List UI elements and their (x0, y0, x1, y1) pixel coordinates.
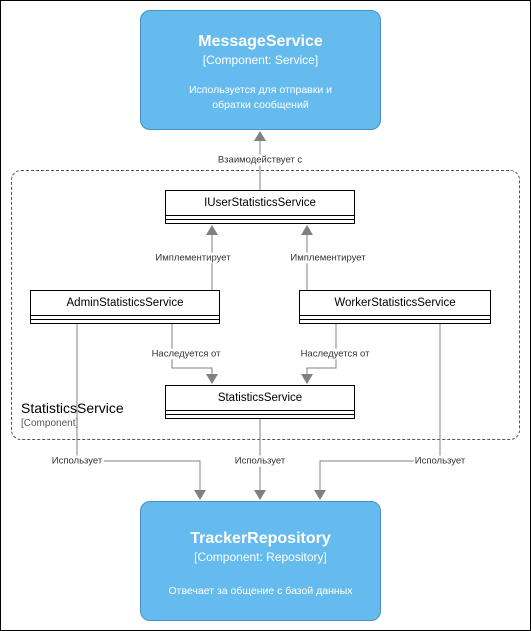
message-service-title: MessageService (198, 33, 323, 50)
tracker-repository-type: [Component: Repository] (194, 550, 327, 564)
tracker-repository-component[interactable]: TrackerRepository [Component: Repository… (140, 501, 381, 621)
class-iuser-statistics-service[interactable]: IUserStatisticsService (165, 190, 355, 224)
class-divider (166, 414, 354, 415)
edge-inherits-left (171, 324, 218, 384)
message-service-description: Используется для отправки и обратки сооб… (188, 84, 332, 111)
class-divider (300, 319, 490, 320)
boundary-name: StatisticsService (21, 400, 124, 416)
class-admin-statistics-service[interactable]: AdminStatisticsService (30, 290, 220, 324)
edge-label-uses-center: Использует (233, 455, 287, 467)
class-worker-statistics-service[interactable]: WorkerStatisticsService (299, 290, 491, 324)
class-name: AdminStatisticsService (66, 297, 184, 309)
class-divider (166, 219, 354, 220)
edge-uses-left (76, 324, 206, 500)
edge-label-implements-left: Имплементирует (154, 252, 232, 264)
class-statistics-service[interactable]: StatisticsService (165, 385, 355, 419)
edge-label-interacts: Взаимодействует с (216, 154, 304, 166)
edge-label-uses-right: Использует (413, 455, 467, 467)
class-divider (300, 315, 490, 316)
boundary-type: [Component] (21, 418, 79, 429)
class-divider (166, 410, 354, 411)
class-name: IUserStatisticsService (204, 197, 316, 209)
edge-label-uses-left: Использует (50, 455, 104, 467)
class-divider (31, 319, 219, 320)
class-divider (31, 315, 219, 316)
tracker-repository-description: Отвечает за общение с базой данных (168, 585, 353, 597)
class-name: WorkerStatisticsService (334, 297, 456, 309)
message-service-component[interactable]: MessageService [Component: Service] Испо… (140, 10, 381, 130)
class-name: StatisticsService (217, 392, 303, 404)
class-divider (166, 215, 354, 216)
edge-label-inherits-right: Наследуется от (299, 348, 371, 360)
statistics-service-boundary (11, 170, 520, 440)
edge-label-inherits-left: Наследуется от (150, 348, 222, 360)
edge-label-implements-right: Имплементирует (289, 252, 367, 264)
edge-inherits-right (301, 324, 337, 384)
message-service-type: [Component: Service] (202, 53, 319, 67)
edge-uses-right (314, 324, 441, 500)
tracker-repository-title: TrackerRepository (190, 530, 331, 547)
